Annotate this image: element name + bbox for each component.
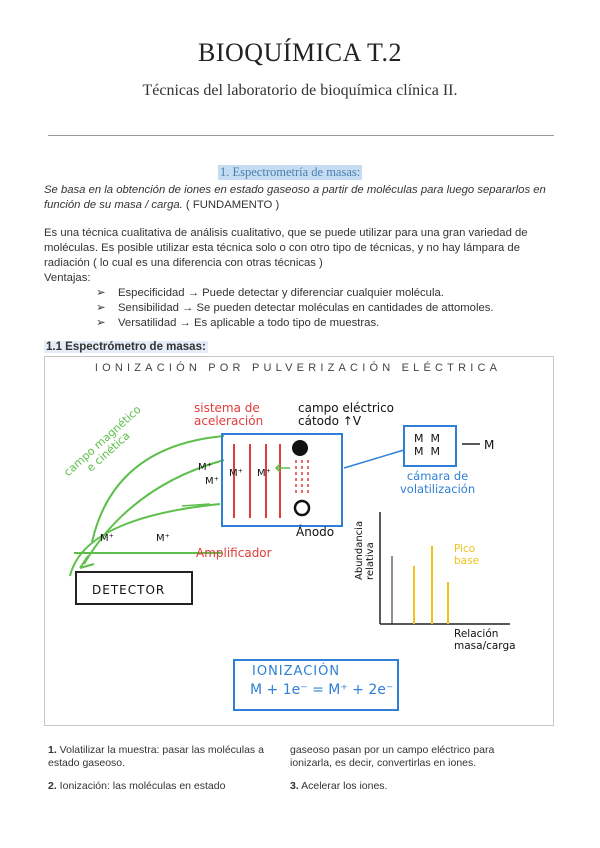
fundamento-tag: ( FUNDAMENTO ) xyxy=(182,199,280,211)
step-2: 2. Ionización: las moléculas en estado xyxy=(48,780,270,793)
fundamento-paragraph: Se basa en la obtención de iones en esta… xyxy=(44,183,564,213)
m-label: M xyxy=(430,445,441,458)
ion-path-arc xyxy=(83,459,225,565)
bullet-item: ➢ Sensibilidad → Se pueden detectar moléc… xyxy=(96,301,494,314)
divider xyxy=(48,135,554,136)
bullet-text: Versatilidad → Es aplicable a todo tipo … xyxy=(118,317,380,329)
sistema-line2: aceleración xyxy=(194,414,264,428)
step-1: 1. Volatilizar la muestra: pasar las mol… xyxy=(48,744,270,770)
diagram-frame xyxy=(44,356,554,726)
bullet-item: ➢ Versatilidad → Es aplicable a todo tipo… xyxy=(96,316,379,329)
bullet-text: Sensibilidad → Se pueden detectar molécu… xyxy=(118,302,494,314)
ion-label: M⁺ xyxy=(100,533,114,544)
amplificador-label: Amplificador xyxy=(196,546,272,560)
step-number: 2. xyxy=(48,780,57,792)
fundamento-text: Se basa en la obtención de iones en esta… xyxy=(44,184,546,211)
campo-line2: cátodo ↑V xyxy=(298,414,362,428)
ionization-box xyxy=(233,659,399,711)
abundancia-line1: Abundancia xyxy=(354,520,365,580)
chamber-link xyxy=(343,449,405,469)
page-subtitle: Técnicas del laboratorio de bioquímica c… xyxy=(142,82,458,99)
arc-connector xyxy=(181,503,211,507)
relacion-line2: masa/carga xyxy=(454,640,516,652)
campo-line1: campo eléctrico xyxy=(298,401,395,415)
step-text: Ionización: las moléculas en estado xyxy=(56,780,226,792)
mass-spectrometer-diagram xyxy=(69,425,510,711)
step-3: 3. Acelerar los iones. xyxy=(290,780,522,793)
volatilization-chamber xyxy=(403,425,457,467)
ionizacion-title: IONIZACIÓN xyxy=(252,664,341,679)
abundancia-line2: relativa xyxy=(365,542,376,580)
ion-exit-arrow xyxy=(274,463,290,473)
anodo-label: Ánodo xyxy=(296,525,335,539)
relacion-line1: Relación xyxy=(454,628,499,640)
m-label: M xyxy=(414,445,424,458)
ion-label: M⁺ xyxy=(198,462,212,473)
acceleration-chamber xyxy=(221,433,343,527)
ion-label: M⁺ xyxy=(205,476,219,487)
ion-label: M⁺ xyxy=(257,468,271,479)
step-number: 1. xyxy=(48,744,57,756)
subsection-title: 1.1 Espectrómetro de masas: xyxy=(44,341,208,353)
detector-label: DETECTOR xyxy=(92,583,166,597)
bullet-marker: ➢ xyxy=(96,302,106,314)
step-text: Volatilizar la muestra: pasar las molécu… xyxy=(48,744,264,769)
m-input-label: M xyxy=(484,438,495,452)
step-number: 3. xyxy=(290,780,299,792)
camara-line2: volatilización xyxy=(400,482,476,496)
diagram-heading: IONIZACIÓN POR PULVERIZACIÓN ELÉCTRICA xyxy=(94,362,502,374)
step-text: Acelerar los iones. xyxy=(298,780,388,792)
camara-line1: cámara de xyxy=(406,469,469,483)
cathode-icon xyxy=(292,440,308,456)
bullet-item: ➢ Especificidad → Puede detectar y difere… xyxy=(96,286,444,299)
bullet-marker: ➢ xyxy=(96,287,106,299)
m-label: M xyxy=(414,432,424,445)
bullet-marker: ➢ xyxy=(96,317,106,329)
ion-label: M⁺ xyxy=(156,533,170,544)
magnetic-field-arc xyxy=(91,435,225,543)
ventajas-label: Ventajas: xyxy=(44,272,91,284)
pico-line1: Pico xyxy=(454,543,476,555)
bullet-text: Especificidad → Puede detectar y diferen… xyxy=(118,287,444,299)
sistema-line1: sistema de xyxy=(194,401,260,415)
arc-arrowhead xyxy=(79,555,95,569)
page-title: BIOQUÍMICA T.2 xyxy=(198,38,402,67)
step-2-continued: gaseoso pasan por un campo eléctrico par… xyxy=(290,744,495,769)
m-label: M xyxy=(430,432,441,445)
lower-arc xyxy=(69,503,221,577)
detector-box xyxy=(75,571,193,605)
intro-paragraph: Es una técnica cualitativa de análisis c… xyxy=(44,227,528,269)
anode-icon xyxy=(293,499,311,517)
section-title: 1. Espectrometría de masas: xyxy=(218,165,363,180)
pico-line2: base xyxy=(454,555,480,567)
ionizacion-equation: M + 1e⁻ = M⁺ + 2e⁻ xyxy=(250,682,394,698)
ion-label: M⁺ xyxy=(229,468,243,479)
